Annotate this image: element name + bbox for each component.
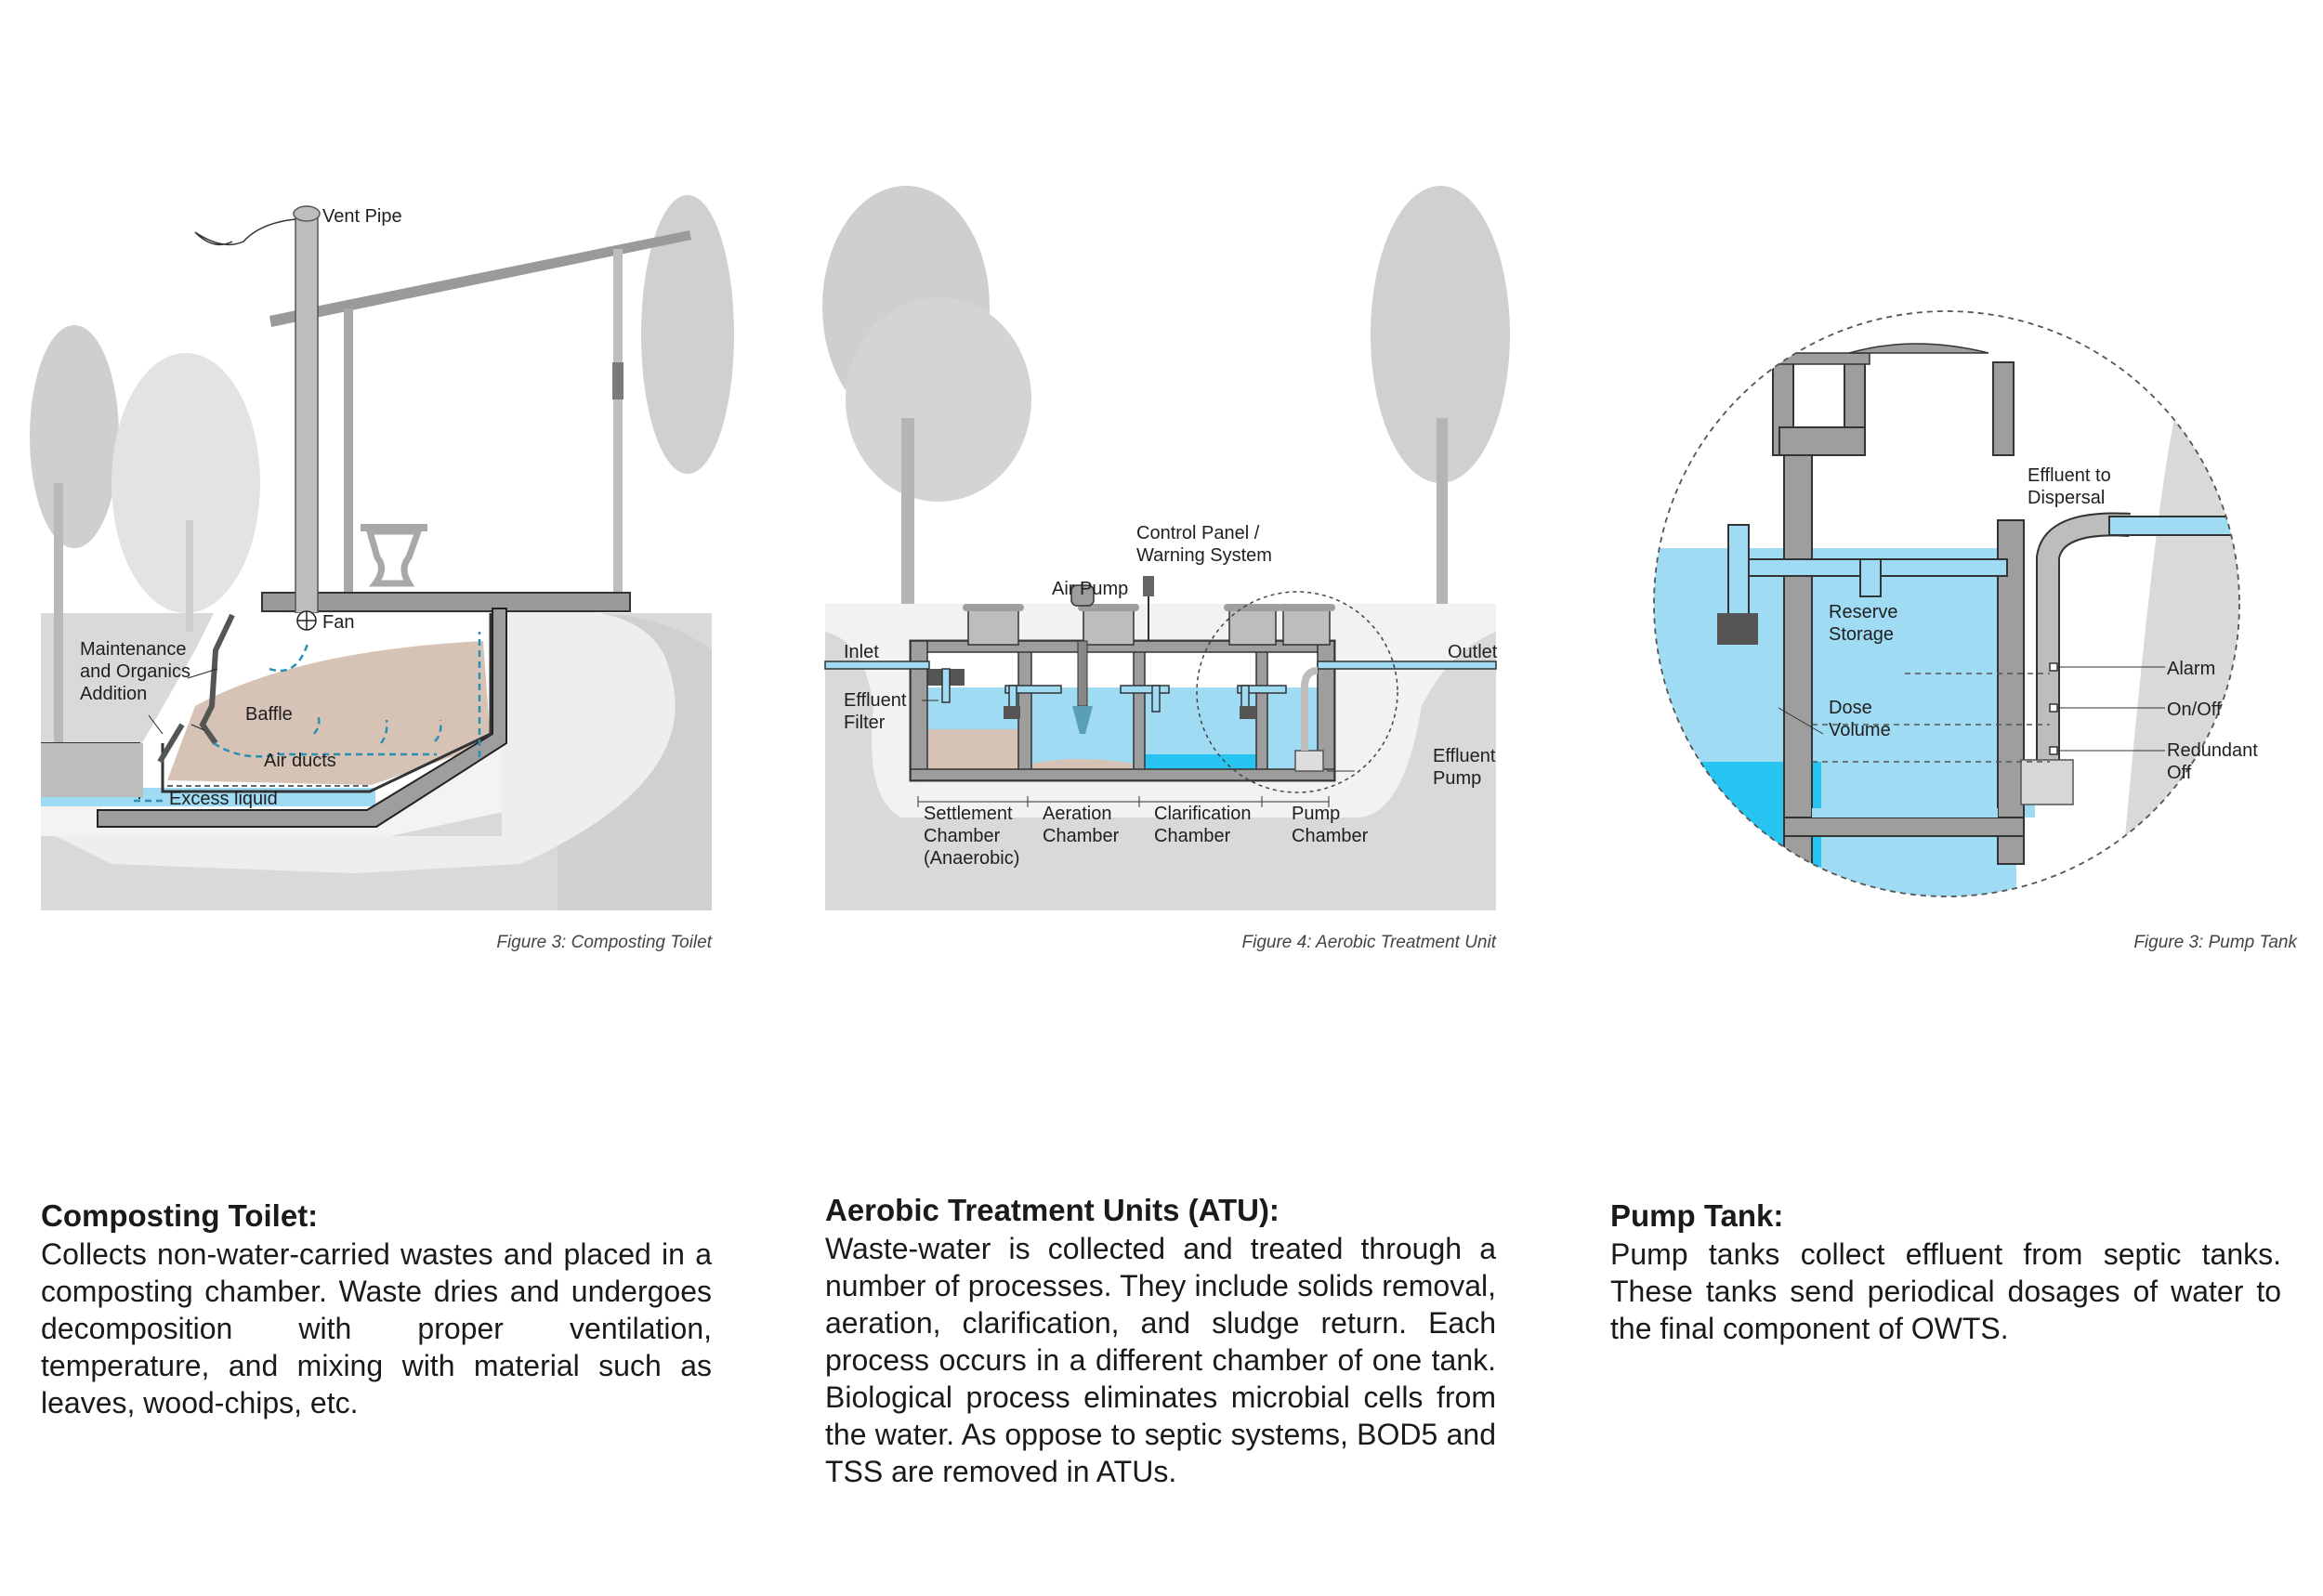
label-vent-pipe: Vent Pipe — [322, 206, 402, 227]
chamber-wall — [97, 608, 507, 828]
label-aeration-1: Aeration — [1043, 804, 1112, 824]
label-outlet: Outlet — [1448, 642, 1498, 662]
label-fan: Fan — [322, 612, 354, 633]
caption-composting: Figure 3: Composting Toilet — [496, 933, 712, 952]
ground-slope — [2119, 353, 2239, 896]
label-settlement-2: Chamber — [924, 826, 1001, 846]
floor-slab — [261, 592, 631, 612]
compost-pile — [167, 641, 491, 785]
caption-pump-tank: Figure 3: Pump Tank — [2133, 933, 2297, 952]
label-pump-chamber-2: Chamber — [1292, 826, 1369, 846]
pump-tank-figure: Effluent to Dispersal Reserve Storage Do… — [1598, 0, 2304, 975]
description-title: Pump Tank: — [1610, 1198, 1784, 1233]
label-excess-liquid: Excess liquid — [169, 789, 278, 809]
toilet-bowl — [361, 524, 427, 587]
label-air-ducts: Air ducts — [264, 751, 336, 771]
tree-left — [30, 325, 260, 743]
composting-toilet-figure: Vent Pipe Fan Maintenance and Organics A… — [0, 0, 743, 975]
label-redundant-1: Redundant — [2167, 740, 2258, 761]
description-atu: Aerobic Treatment Units (ATU): Waste-wat… — [825, 1193, 1496, 1490]
vent-pipe — [295, 213, 319, 614]
description-body: Pump tanks collect effluent from septic … — [1610, 1237, 2281, 1345]
label-settlement-3: (Anaerobic) — [924, 848, 1019, 869]
airflow-arrows — [130, 632, 481, 803]
label-maintenance-1: Maintenance — [80, 639, 187, 660]
tree-right — [1371, 186, 1510, 613]
label-clarification-2: Chamber — [1154, 826, 1231, 846]
label-effluent-filter-1: Effluent — [844, 690, 907, 711]
tree-left — [822, 186, 1031, 613]
atu-figure: Control Panel / Warning System Air Pump … — [808, 0, 1552, 975]
label-dose-2: Volume — [1829, 720, 1891, 740]
label-effluent-pump-1: Effluent — [1433, 746, 1496, 766]
dispersal-pipe — [2108, 516, 2239, 536]
zoom-circle — [1653, 310, 2240, 897]
label-control-panel-1: Control Panel / — [1136, 523, 1260, 543]
label-inlet: Inlet — [844, 642, 879, 662]
zoom-circle — [1196, 591, 1398, 793]
effluent-pump — [1294, 750, 1324, 772]
label-reserve-2: Storage — [1829, 624, 1894, 645]
label-maintenance-2: and Organics — [80, 661, 190, 682]
caption-atu: Figure 4: Aerobic Treatment Unit — [1241, 933, 1497, 952]
label-effluent-dispersal-1: Effluent to — [2028, 465, 2111, 486]
label-maintenance-3: Addition — [80, 684, 147, 704]
tree-right — [641, 195, 734, 474]
description-body: Collects non-water-carried wastes and pl… — [41, 1237, 712, 1419]
description-pump-tank: Pump Tank: Pump tanks collect effluent f… — [1610, 1198, 2281, 1347]
effluent-filter — [1717, 613, 1758, 645]
description-composting-toilet: Composting Toilet: Collects non-water-ca… — [41, 1198, 712, 1421]
roof — [269, 230, 691, 327]
label-air-pump: Air Pump — [1052, 579, 1128, 599]
description-title: Composting Toilet: — [41, 1198, 319, 1233]
label-effluent-dispersal-2: Dispersal — [2028, 488, 2105, 508]
label-reserve-1: Reserve — [1829, 602, 1897, 622]
label-clarification-1: Clarification — [1154, 804, 1251, 824]
label-aeration-2: Chamber — [1043, 826, 1120, 846]
label-dose-1: Dose — [1829, 698, 1872, 718]
label-pump-chamber-1: Pump — [1292, 804, 1340, 824]
label-on-off: On/Off — [2167, 700, 2222, 720]
effluent-pump — [2020, 759, 2074, 805]
description-body: Waste-water is collected and treated thr… — [825, 1232, 1496, 1488]
description-title: Aerobic Treatment Units (ATU): — [825, 1193, 1280, 1227]
control-panel — [1143, 576, 1154, 596]
settlement-sludge — [927, 729, 1018, 776]
label-effluent-filter-2: Filter — [844, 713, 886, 733]
label-baffle: Baffle — [245, 704, 293, 725]
label-effluent-pump-2: Pump — [1433, 768, 1481, 789]
atu-diagram: Control Panel / Warning System Air Pump … — [822, 186, 1510, 910]
pump-tank-diagram: Effluent to Dispersal Reserve Storage Do… — [1653, 310, 2258, 897]
outlet-pipe — [1317, 661, 1497, 670]
label-settlement-1: Settlement — [924, 804, 1013, 824]
composting-toilet-diagram: Vent Pipe Fan Maintenance and Organics A… — [30, 195, 734, 910]
label-control-panel-2: Warning System — [1136, 545, 1272, 566]
label-alarm: Alarm — [2167, 659, 2215, 679]
air-pump — [1070, 584, 1095, 607]
label-redundant-2: Off — [2167, 763, 2192, 783]
inlet-pipe — [824, 661, 930, 670]
